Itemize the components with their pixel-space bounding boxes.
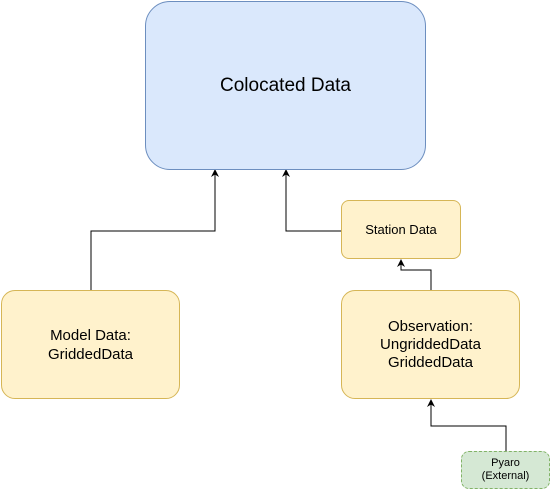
station-data-node: Station Data [341, 200, 461, 259]
pyaro-external-node: Pyaro (External) [461, 451, 550, 489]
pyaro-label-line-2: (External) [481, 470, 530, 482]
edge-model-to-colocated [90, 169, 219, 290]
model-data-label-line-2: GriddedData [47, 345, 134, 363]
station-data-label: Station Data [365, 222, 437, 237]
edge-observation-to-station [397, 259, 432, 290]
colocated-data-node: Colocated Data [145, 1, 426, 170]
colocated-data-label: Colocated Data [220, 74, 351, 96]
observation-label-line-2: UngriddedData [380, 335, 481, 353]
pyaro-label-line-1: Pyaro [491, 457, 520, 469]
observation-label-line-1: Observation: [387, 317, 474, 335]
model-data-node: Model Data: GriddedData [1, 290, 180, 399]
edge-station-to-colocated [282, 169, 341, 232]
model-data-label-line-1: Model Data: [50, 326, 131, 344]
observation-label-line-3: GriddedData [387, 353, 474, 371]
edge-pyaro-to-observation [427, 399, 507, 451]
observation-node: Observation: UngriddedData GriddedData [341, 290, 520, 399]
